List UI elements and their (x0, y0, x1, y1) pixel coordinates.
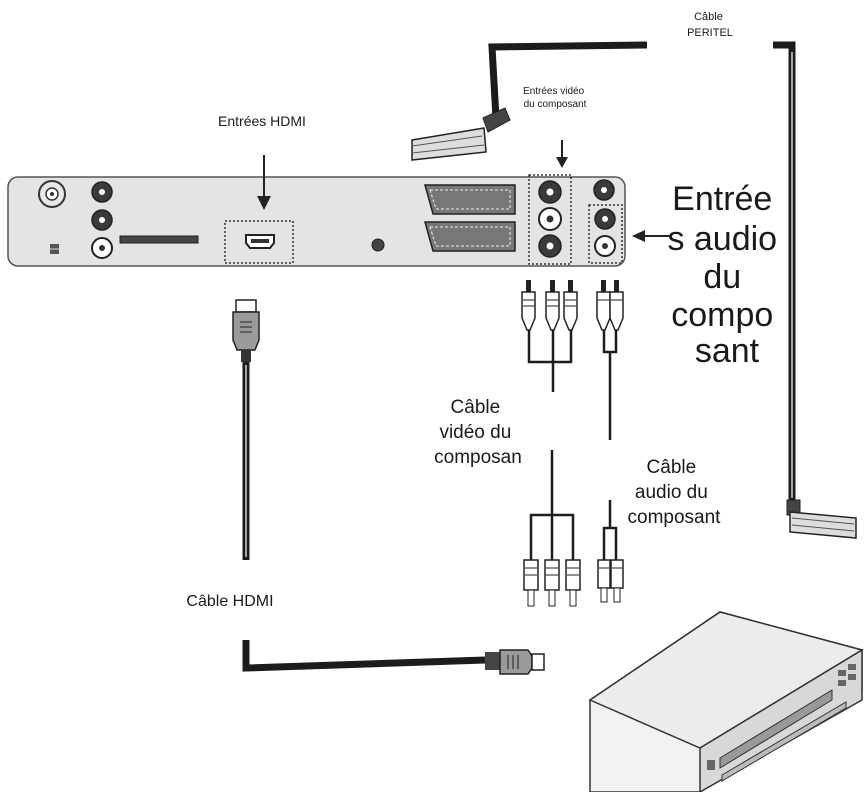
rca-plug (521, 280, 536, 331)
hdmi-cable-label: Câble HDMI (186, 593, 273, 610)
scart-port-1 (424, 184, 516, 215)
card-slot (119, 235, 199, 244)
rca-plug (545, 280, 560, 331)
component-video-input-highlight (528, 174, 572, 265)
rca-plug (523, 559, 539, 607)
component-video-arrow-icon (556, 140, 568, 168)
dvd-player-device (588, 611, 864, 792)
component-video-cable-label: Câble vidéo du composan (434, 397, 522, 468)
hdmi-cable (232, 299, 545, 675)
rca-plug (597, 559, 611, 603)
antenna-connector (38, 180, 66, 208)
component-audio-jacks (594, 208, 616, 257)
scart-port-2 (424, 221, 516, 252)
component-audio-inputs-label: Entrée s audio du compo sant (667, 180, 786, 370)
peritel-cable (411, 41, 857, 539)
component-audio-cable-label: Câble audio du composant (628, 457, 722, 528)
component-video-cable-top (521, 280, 578, 392)
rca-plug (565, 559, 581, 607)
peritel-plug-top (411, 107, 511, 161)
hdmi-input-highlight (224, 220, 294, 264)
peritel-plug-bottom (786, 499, 857, 539)
component-video-jacks (538, 180, 562, 258)
rca-plug (609, 280, 624, 331)
hdmi-plug-bottom (485, 649, 545, 675)
hdmi-port (245, 234, 275, 249)
rca-plug (596, 280, 611, 331)
component-audio-arrow-icon (632, 230, 670, 242)
hdmi-input-arrow-icon (257, 155, 271, 210)
rca-plug (563, 280, 578, 331)
component-audio-input-highlight (588, 204, 623, 264)
rca-plug (610, 559, 624, 603)
small-jack (371, 238, 385, 252)
component-audio-cable-bottom (597, 500, 624, 603)
device-rear-panel (7, 174, 626, 267)
left-rca-jacks (91, 181, 113, 259)
hdmi-plug-top (232, 299, 260, 362)
hdmi-inputs-label: Entrées HDMI (218, 113, 306, 129)
peritel-cable-label: Câble PERITEL (687, 11, 733, 39)
component-video-inputs-label: Entrées vidéo du composant (523, 86, 587, 110)
rca-plug (544, 559, 560, 607)
component-audio-cable-top (596, 280, 624, 440)
component-video-cable-bottom (523, 450, 581, 607)
